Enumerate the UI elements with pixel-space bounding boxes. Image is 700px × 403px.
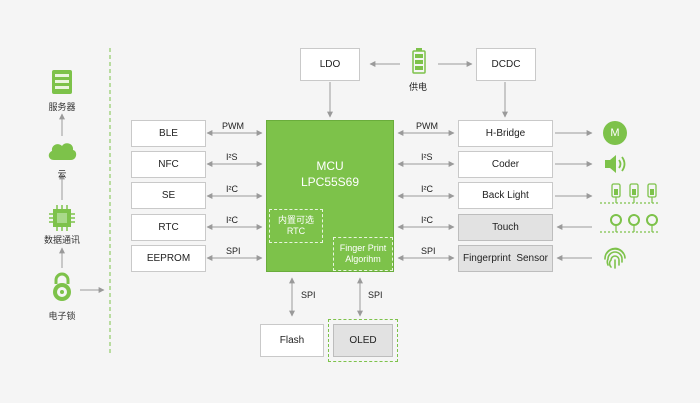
rtc-box: RTC — [131, 214, 206, 241]
motor-icon: M — [603, 121, 627, 145]
mcu-fp-algorithm-block: Finger Print Algorihm — [333, 237, 393, 271]
chip-icon — [48, 205, 76, 236]
motor-symbol: M — [610, 127, 620, 139]
touch-buttons-icon — [600, 212, 662, 243]
ble-box: BLE — [131, 120, 206, 147]
mcu-title: MCU — [316, 159, 344, 173]
hbridge-box: H-Bridge — [458, 120, 553, 147]
flash-box: Flash — [260, 324, 324, 357]
mcu-rtc-block: 内置可选 RTC — [269, 209, 323, 243]
speaker-icon — [603, 153, 629, 180]
se-bus-label: I²C — [226, 184, 238, 194]
coder-bus-label: I²S — [421, 152, 433, 162]
oled-box: OLED — [333, 324, 393, 357]
fpsensor-bus-label: SPI — [421, 246, 436, 256]
coder-box: Coder — [458, 151, 553, 178]
cloud-label: 云 — [57, 169, 67, 179]
ldo-box: LDO — [300, 48, 360, 81]
power-supply-label: 供电 — [409, 82, 428, 92]
oled-highlight-frame — [328, 319, 398, 362]
nfc-bus-label: I²S — [226, 152, 238, 162]
fingerprint-sensor-box: Fingerprint Sensor — [458, 245, 553, 272]
backlight-box: Back Light — [458, 182, 553, 209]
mcu-rtc-line2: RTC — [286, 226, 306, 236]
touch-box: Touch — [458, 214, 553, 241]
eeprom-box: EEPROM — [131, 245, 206, 272]
dcdc-box: DCDC — [476, 48, 536, 81]
padlock-icon — [50, 272, 74, 307]
mcu-rtc-line1: 内置可选 — [277, 215, 314, 225]
data-comm-label: 数据通讯 — [43, 235, 80, 245]
battery-icon — [412, 48, 426, 79]
mcu-part-number: LPC55S69 — [300, 175, 360, 189]
hbridge-bus-label: PWM — [416, 121, 438, 131]
lock-label: 电子锁 — [48, 311, 76, 321]
mcu-block: MCU LPC55S69 内置可选 RTC Finger Print Algor… — [266, 120, 394, 272]
backlight-bus-label: I²C — [421, 184, 433, 194]
touch-bus-label: I²C — [421, 215, 433, 225]
nfc-box: NFC — [131, 151, 206, 178]
server-icon — [50, 68, 74, 101]
cloud-icon — [46, 140, 78, 167]
rtc-bus-label: I²C — [226, 215, 238, 225]
oled-bus-label: SPI — [368, 290, 383, 300]
se-box: SE — [131, 182, 206, 209]
ble-bus-label: PWM — [222, 121, 244, 131]
server-label: 服务器 — [48, 102, 76, 112]
mcu-fp-line2: Algorihm — [345, 254, 381, 264]
fingerprint-icon — [602, 245, 628, 276]
flash-bus-label: SPI — [301, 290, 316, 300]
eeprom-bus-label: SPI — [226, 246, 241, 256]
backlight-leds-icon — [600, 182, 660, 213]
mcu-fp-line1: Finger Print — [339, 243, 387, 253]
